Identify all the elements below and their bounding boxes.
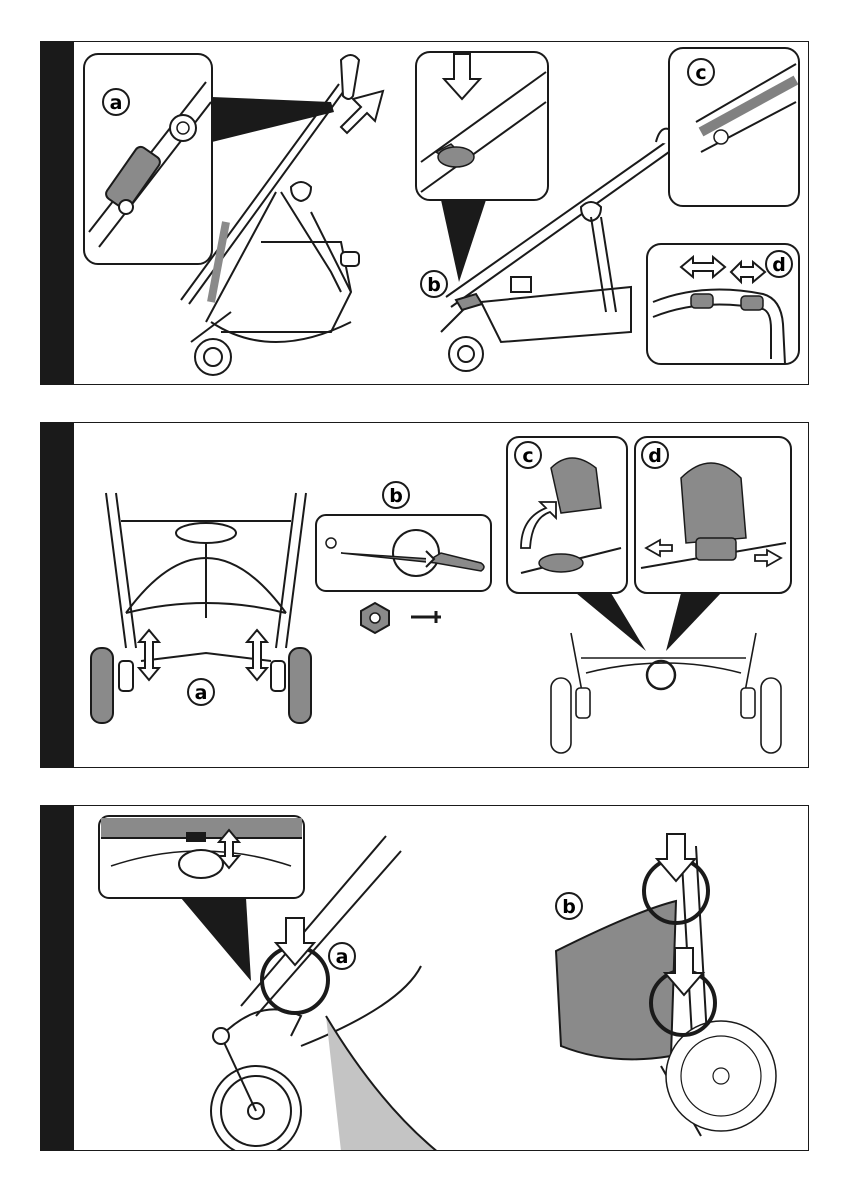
double-arrow-vertical-icon	[247, 630, 267, 680]
svg-text:b: b	[427, 274, 441, 296]
svg-text:c: c	[695, 62, 706, 84]
svg-text:d: d	[772, 254, 786, 276]
arrow-down-icon	[657, 834, 695, 881]
inset-pointer	[181, 898, 251, 981]
label-b-badge: b	[556, 893, 582, 919]
svg-text:a: a	[110, 92, 123, 114]
inset-a-detail	[84, 54, 212, 264]
inset-c-detail: c	[507, 437, 627, 593]
svg-text:d: d	[648, 445, 662, 467]
inset-c-detail: c	[669, 48, 799, 206]
panel-1-illustration: a b	[41, 42, 809, 385]
instruction-panel-1: a b	[40, 41, 809, 385]
inset-pointer	[212, 97, 334, 142]
svg-text:b: b	[562, 896, 576, 918]
inset-pointer	[441, 200, 486, 282]
double-arrow-vertical-icon	[139, 630, 159, 680]
inset-top-detail	[99, 816, 304, 898]
panel-3-illustration: a b	[41, 806, 809, 1151]
inset-pointer	[666, 593, 721, 651]
svg-text:b: b	[389, 485, 403, 507]
panel-2-illustration: a b c	[41, 423, 809, 768]
inset-b-detail	[416, 52, 548, 200]
instruction-panel-3: a b	[40, 805, 809, 1151]
bolt-icon	[411, 611, 441, 623]
inset-pointer	[576, 593, 646, 651]
svg-text:a: a	[195, 682, 208, 704]
stroller-rear-side-illustration	[556, 846, 776, 1136]
label-b-badge: b	[421, 271, 447, 297]
label-b-badge: b	[383, 482, 409, 508]
label-a-badge: a	[188, 679, 214, 705]
label-a-badge: a	[329, 943, 355, 969]
svg-text:a: a	[336, 946, 349, 968]
label-a-badge: a	[103, 89, 129, 115]
inset-b-detail	[316, 515, 491, 591]
svg-text:c: c	[522, 445, 533, 467]
instruction-panel-2: a b c	[40, 422, 809, 768]
inset-d-detail: d	[647, 244, 799, 364]
inset-d-detail: d	[635, 437, 791, 593]
